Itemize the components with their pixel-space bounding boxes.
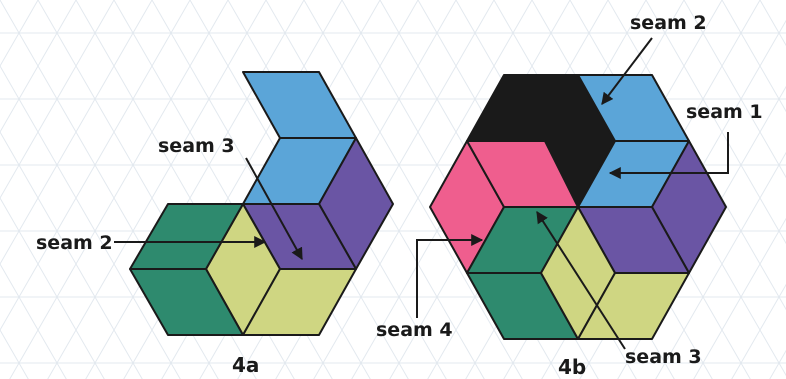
seam-2-label-4a: seam 2 — [36, 232, 113, 254]
diamond-yellow-lower — [577, 272, 690, 340]
seam-2-arrow-4b — [601, 37, 653, 105]
diamond-yellow-lower — [242, 268, 357, 336]
figure-4b-arrows — [416, 37, 729, 350]
figure-4a — [129, 71, 394, 336]
figure-4a-arrows — [114, 157, 303, 261]
seam-3-label-4a: seam 3 — [158, 135, 235, 157]
seam-1-arrow-4b — [608, 132, 729, 179]
seam-4-arrow-4b — [416, 234, 484, 318]
caption-4a: 4a — [232, 353, 259, 377]
seam-1-label-4b: seam 1 — [686, 101, 763, 123]
seam-3-arrow-4b — [536, 210, 626, 350]
caption-4b: 4b — [558, 355, 586, 379]
diamond-green-lower — [129, 268, 244, 336]
seam-3-arrow-4a — [245, 157, 303, 261]
seam-2-label-4b: seam 2 — [630, 12, 707, 34]
figure-4b — [429, 74, 727, 340]
seam-3-label-4b: seam 3 — [625, 346, 702, 368]
seam-4-label-4b: seam 4 — [376, 319, 453, 341]
